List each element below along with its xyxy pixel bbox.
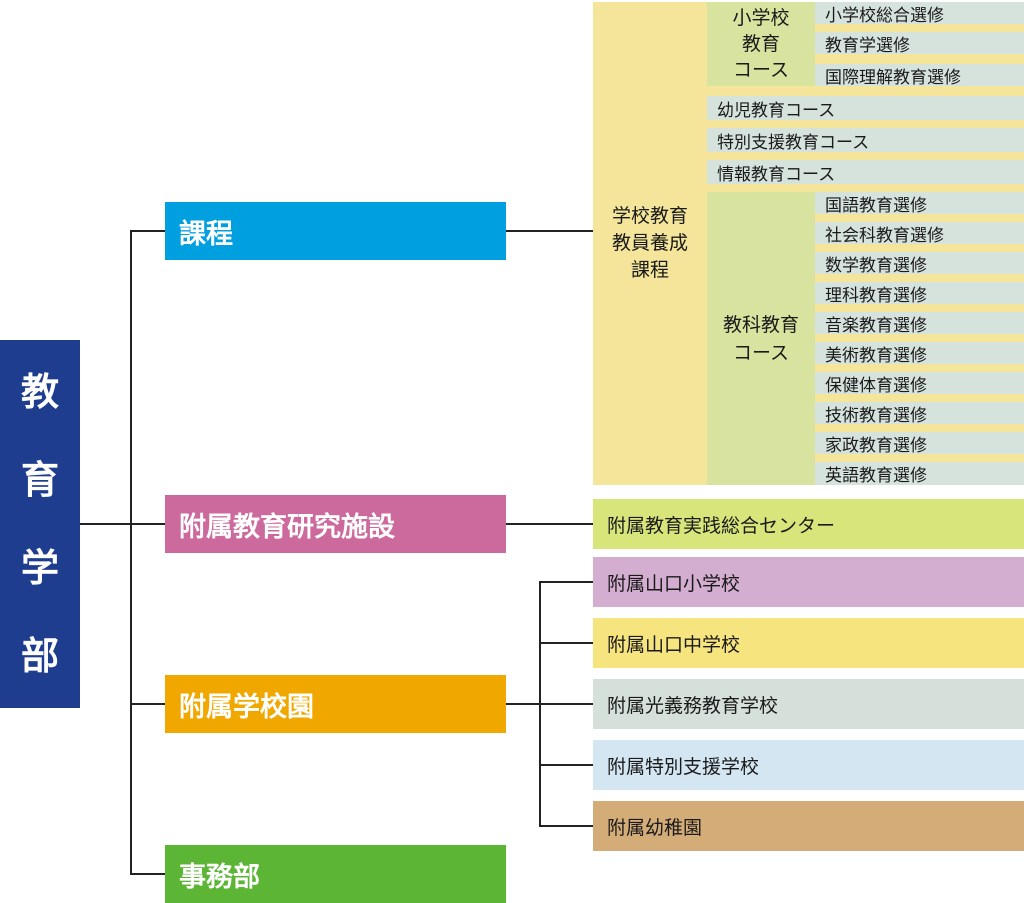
root-char: 部 bbox=[20, 634, 59, 678]
attached-school-box: 附属山口小学校 bbox=[593, 557, 1024, 607]
connector-katei bbox=[130, 230, 165, 232]
attached-school-label: 附属山口小学校 bbox=[607, 572, 741, 595]
elementary-option-label: 教育学選修 bbox=[825, 35, 910, 56]
subject-option: 技術教育選修 bbox=[815, 402, 1024, 426]
attached-school-label: 附属幼稚園 bbox=[607, 816, 703, 839]
category-office-label: 事務部 bbox=[179, 861, 260, 893]
root-char: 育 bbox=[20, 458, 59, 502]
elementary-option-label: 小学校総合選修 bbox=[825, 5, 944, 26]
subject-option: 音楽教育選修 bbox=[815, 312, 1024, 336]
connector-school-2 bbox=[539, 642, 593, 644]
attached-school-label: 附属光義務教育学校 bbox=[607, 694, 779, 717]
attached-school-box: 附属光義務教育学校 bbox=[593, 679, 1024, 729]
connector-schools bbox=[130, 703, 165, 705]
subject-option: 美術教育選修 bbox=[815, 342, 1024, 366]
course-special-needs-label: 特別支援教育コース bbox=[717, 132, 870, 153]
connector-school-3 bbox=[539, 703, 593, 705]
subject-option-label: 音楽教育選修 bbox=[825, 315, 927, 336]
subject-option: 国語教育選修 bbox=[815, 192, 1024, 216]
category-office: 事務部 bbox=[165, 845, 506, 903]
subject-course-line: 教科教育 bbox=[722, 313, 799, 336]
connector-root bbox=[80, 523, 130, 525]
curriculum-title-line: 教員養成 bbox=[611, 232, 688, 254]
root-faculty-box: 教 育 学 部 bbox=[0, 340, 80, 708]
elementary-option-label: 国際理解教育選修 bbox=[825, 67, 961, 88]
elementary-course-line: コース bbox=[732, 59, 790, 81]
subject-option-label: 理科教育選修 bbox=[825, 285, 927, 306]
subject-option: 理科教育選修 bbox=[815, 282, 1024, 306]
subject-option-label: 社会科教育選修 bbox=[825, 225, 944, 246]
course-early-childhood-label: 幼児教育コース bbox=[717, 100, 836, 121]
attached-school-box: 附属山口中学校 bbox=[593, 618, 1024, 668]
connector-schools-out bbox=[506, 703, 540, 705]
attached-school-box: 附属特別支援学校 bbox=[593, 740, 1024, 790]
curriculum-title-line: 学校教育 bbox=[611, 205, 688, 227]
subject-option-label: 数学教育選修 bbox=[825, 255, 927, 276]
elementary-option: 小学校総合選修 bbox=[815, 2, 1024, 26]
root-char: 学 bbox=[20, 546, 59, 590]
elementary-option: 教育学選修 bbox=[815, 32, 1024, 56]
category-katei-label: 課程 bbox=[179, 218, 233, 250]
subject-option-label: 技術教育選修 bbox=[825, 405, 927, 426]
subject-option-label: 国語教育選修 bbox=[825, 195, 927, 216]
course-information: 情報教育コース bbox=[707, 160, 1024, 185]
attached-school-box: 附属幼稚園 bbox=[593, 801, 1024, 851]
subject-course-box: 教科教育 コース bbox=[707, 192, 815, 485]
connector-office bbox=[130, 873, 165, 875]
research-center-box: 附属教育実践総合センター bbox=[593, 499, 1024, 549]
subject-option-label: 保健体育選修 bbox=[825, 375, 927, 396]
connector-school-4 bbox=[539, 764, 593, 766]
root-char: 教 bbox=[20, 370, 59, 414]
subject-option: 英語教育選修 bbox=[815, 462, 1024, 486]
subject-course-line: コース bbox=[732, 341, 790, 364]
elementary-option: 国際理解教育選修 bbox=[815, 64, 1024, 88]
category-schools-label: 附属学校園 bbox=[179, 691, 314, 723]
curriculum-title-line: 課程 bbox=[630, 259, 669, 281]
elementary-course-line: 小学校 bbox=[732, 7, 790, 29]
subject-option: 社会科教育選修 bbox=[815, 222, 1024, 246]
attached-school-label: 附属山口中学校 bbox=[607, 633, 741, 656]
connector-school-1 bbox=[539, 581, 593, 583]
connector-research bbox=[130, 523, 165, 525]
subject-option: 保健体育選修 bbox=[815, 372, 1024, 396]
connector-main-trunk bbox=[130, 230, 132, 874]
category-research: 附属教育研究施設 bbox=[165, 495, 506, 553]
curriculum-title: 学校教育 教員養成 課程 bbox=[593, 2, 707, 485]
connector-katei-curriculum bbox=[506, 230, 593, 232]
connector-school-5 bbox=[539, 825, 593, 827]
connector-research-center bbox=[506, 523, 593, 525]
elementary-course-box: 小学校 教育 コース bbox=[707, 2, 815, 86]
subject-option: 数学教育選修 bbox=[815, 252, 1024, 276]
research-center-label: 附属教育実践総合センター bbox=[607, 514, 836, 537]
subject-option-label: 英語教育選修 bbox=[825, 466, 927, 486]
category-research-label: 附属教育研究施設 bbox=[179, 511, 395, 543]
category-schools: 附属学校園 bbox=[165, 675, 506, 733]
category-katei: 課程 bbox=[165, 202, 506, 260]
attached-school-label: 附属特別支援学校 bbox=[607, 755, 760, 778]
elementary-course-line: 教育 bbox=[741, 33, 780, 55]
subject-option-label: 美術教育選修 bbox=[825, 345, 927, 366]
subject-option-label: 家政教育選修 bbox=[825, 435, 927, 456]
course-special-needs: 特別支援教育コース bbox=[707, 128, 1024, 153]
course-early-childhood: 幼児教育コース bbox=[707, 96, 1024, 121]
subject-option: 家政教育選修 bbox=[815, 432, 1024, 456]
course-information-label: 情報教育コース bbox=[717, 164, 836, 185]
